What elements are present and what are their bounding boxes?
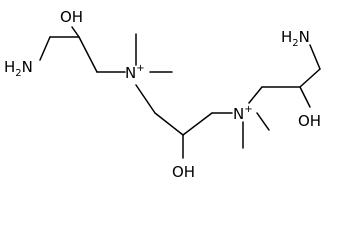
bond-n-methyl-right-right xyxy=(256,112,270,131)
bond-c-c-bridge-2 xyxy=(154,112,184,136)
bond-c-c-bridge-3 xyxy=(182,112,213,136)
bond-c-c-right-arm-2 xyxy=(299,68,321,88)
bond-n-c-right-arm xyxy=(248,86,263,104)
nh2-label-left: H2N xyxy=(4,58,33,79)
bond-c-c-left-2 xyxy=(78,36,98,73)
bond-c-nh2-right xyxy=(309,44,321,70)
oh-label-right: OH xyxy=(298,112,321,130)
chemical-structure: OH H2N N+ OH N+ H2N OH xyxy=(4,8,321,181)
bond-n-c-bridge-1 xyxy=(135,84,156,114)
bond-c-oh-right xyxy=(299,86,311,108)
bond-c-nh2-left xyxy=(39,36,51,61)
bond-c-oh-left xyxy=(71,26,80,38)
n-plus-label-right: N+ xyxy=(233,104,253,123)
n-plus-label-left: N+ xyxy=(125,63,145,82)
oh-label-middle: OH xyxy=(172,163,195,181)
oh-label-top-left: OH xyxy=(60,8,83,26)
bond-lines xyxy=(39,26,321,159)
nh2-label-right: H2N xyxy=(281,28,310,49)
